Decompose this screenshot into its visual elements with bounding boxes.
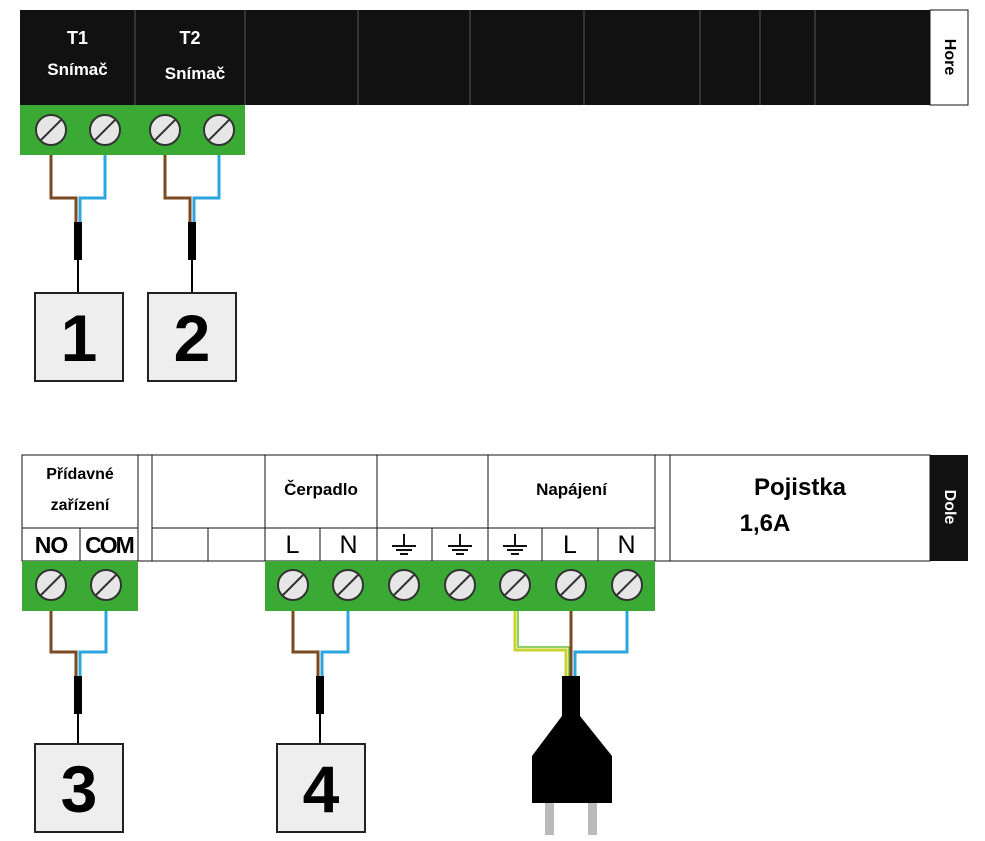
fuse-title: Pojistka xyxy=(753,474,847,501)
t1-sublabel: Snímač xyxy=(47,60,108,79)
bottom-header-strip xyxy=(21,454,931,562)
wires-pump xyxy=(291,611,350,744)
pump-title: Čerpadlo xyxy=(284,480,358,499)
wires-sensor-1 xyxy=(49,155,107,293)
device-box-1 xyxy=(34,292,124,382)
supply-l-label: L xyxy=(563,531,577,559)
supply-n-label: N xyxy=(617,531,636,559)
pump-l-label: L xyxy=(285,531,300,559)
wires-aux-device xyxy=(49,611,108,744)
device-number-4: 4 xyxy=(302,752,340,826)
device-box-2 xyxy=(147,292,237,382)
aux-title-line2: zařízení xyxy=(50,497,110,514)
top-header-strip xyxy=(20,9,969,106)
t1-label: T1 xyxy=(66,28,88,48)
t2-label: T2 xyxy=(179,28,201,48)
fuse-value: 1,6A xyxy=(739,510,791,537)
wires-sensor-2 xyxy=(163,155,221,293)
wires-power-supply xyxy=(513,611,629,676)
earth-symbol xyxy=(392,534,527,555)
t2-sublabel: Snímač xyxy=(164,64,226,83)
device-number-2: 2 xyxy=(173,301,211,375)
pump-n-label: N xyxy=(339,531,358,559)
top-side-label: Hore xyxy=(941,38,958,76)
device-number-1: 1 xyxy=(60,301,98,375)
bottom-side-label: Dole xyxy=(941,489,958,525)
aux-com-label: COM xyxy=(85,532,135,558)
power-plug-icon xyxy=(532,676,612,835)
aux-no-label: NO xyxy=(34,532,69,558)
aux-title-line1: Přídavné xyxy=(46,466,114,483)
device-box-4 xyxy=(276,743,366,833)
device-box-3 xyxy=(34,743,124,833)
device-number-3: 3 xyxy=(60,752,98,826)
supply-title: Napájení xyxy=(536,480,607,499)
